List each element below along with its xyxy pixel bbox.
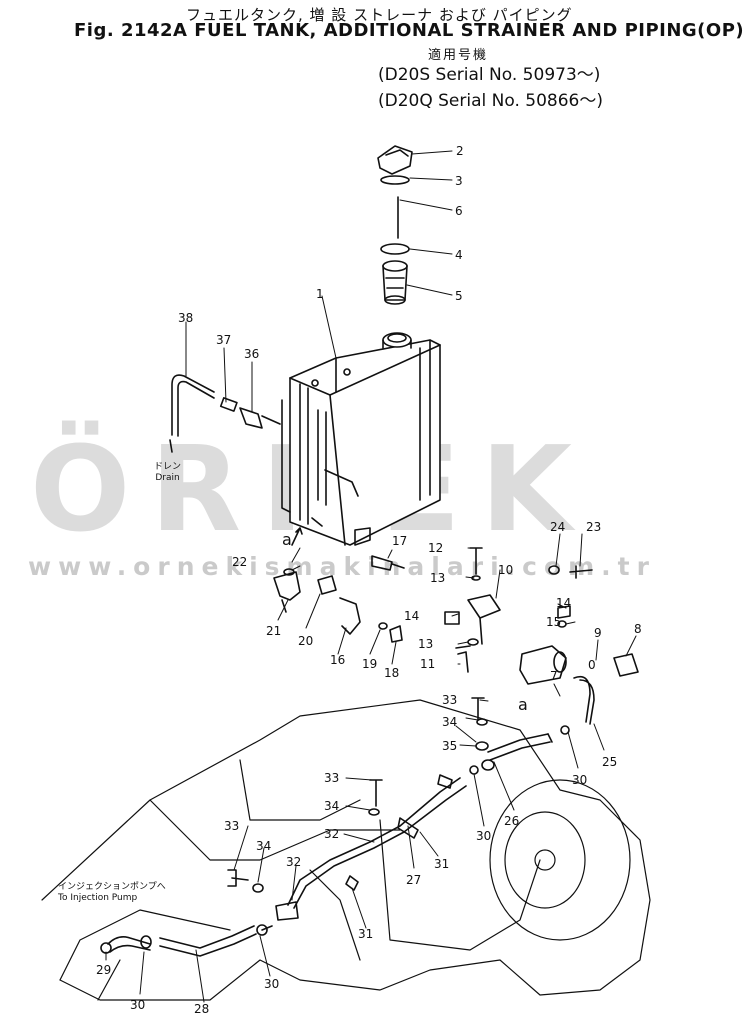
drain-label-jp: ドレン xyxy=(154,462,182,472)
hose-25 xyxy=(573,675,595,725)
callout-33c: 33 xyxy=(224,819,239,833)
callout-2: 2 xyxy=(456,144,464,158)
callout-20: 20 xyxy=(298,634,313,648)
drain-fitting xyxy=(219,397,281,429)
drain-label-en: Drain xyxy=(155,473,180,483)
diagram-stage: フュエルタンク, 増 設 ストレーナ および パイピング Fig. 2142A … xyxy=(28,6,744,1016)
callout-30c: 30 xyxy=(130,998,145,1012)
callout-30a: 30 xyxy=(572,773,587,787)
callout-35: 35 xyxy=(442,739,457,753)
callout-34c: 34 xyxy=(256,839,271,853)
callout-9: 9 xyxy=(594,626,602,640)
callout-4: 4 xyxy=(455,248,463,262)
ref-a-strainer: a xyxy=(518,695,528,714)
callout-30d: 30 xyxy=(264,977,279,991)
title-japanese: フュエルタンク, 増 設 ストレーナ および パイピング xyxy=(186,6,573,24)
callout-36: 36 xyxy=(244,347,259,361)
callout-27: 27 xyxy=(406,873,421,887)
callout-7: 7 xyxy=(550,669,558,683)
callout-28: 28 xyxy=(194,1002,209,1016)
callout-26: 26 xyxy=(504,814,519,828)
outlet-arrow xyxy=(291,527,303,546)
callout-34b: 34 xyxy=(324,799,339,813)
callout-32a: 32 xyxy=(324,827,339,841)
callouts: 2 3 6 4 5 1 38 37 36 24 23 12 17 22 13 1… xyxy=(96,144,642,1016)
additional-strainer xyxy=(519,565,639,685)
callout-31a: 31 xyxy=(434,857,449,871)
callout-33b: 33 xyxy=(324,771,339,785)
injection-line xyxy=(100,924,273,957)
callout-33a: 33 xyxy=(442,693,457,707)
outlet-fittings xyxy=(273,555,405,643)
callout-6: 6 xyxy=(455,204,463,218)
callout-31b: 31 xyxy=(358,927,373,941)
callout-23: 23 xyxy=(586,520,601,534)
callout-21: 21 xyxy=(266,624,281,638)
callout-12: 12 xyxy=(428,541,443,555)
callout-32b: 32 xyxy=(286,855,301,869)
callout-15: 15 xyxy=(546,615,561,629)
callout-14a: 14 xyxy=(404,609,419,623)
callout-3: 3 xyxy=(455,174,463,188)
serial-range-d20q: (D20Q Serial No. 50866～) xyxy=(378,91,603,111)
callout-11: 11 xyxy=(420,657,435,671)
callout-24: 24 xyxy=(550,520,565,534)
leader-lines xyxy=(105,150,637,1003)
callout-18: 18 xyxy=(384,666,399,680)
callout-19: 19 xyxy=(362,657,377,671)
gasket-ring xyxy=(380,243,410,255)
injection-pump-label: インジェクションポンプへ To Injection Pump xyxy=(58,882,166,904)
fuel-pipe-lower xyxy=(275,774,467,921)
applicability-label: 適用号機 xyxy=(428,48,489,63)
callout-16: 16 xyxy=(330,653,345,667)
parts-drawing: 2 3 6 4 5 1 38 37 36 24 23 12 17 22 13 1… xyxy=(41,144,651,1016)
callout-0: 0 xyxy=(588,658,596,672)
callout-38: 38 xyxy=(178,311,193,325)
lower-bolts xyxy=(227,779,383,893)
injection-label-en: To Injection Pump xyxy=(58,893,138,903)
filler-cap xyxy=(377,145,413,185)
filler-neck xyxy=(382,332,412,349)
callout-30b: 30 xyxy=(476,829,491,843)
ref-a-tank: a xyxy=(282,530,292,549)
callout-34a: 34 xyxy=(442,715,457,729)
drain-label: ドレン Drain xyxy=(154,462,181,484)
callout-5: 5 xyxy=(455,289,463,303)
engine-outline xyxy=(41,699,651,1001)
watermark-url: www.ornekismakinalari.com.tr xyxy=(28,552,656,581)
callout-10: 10 xyxy=(498,563,513,577)
callout-13b: 13 xyxy=(418,637,433,651)
injection-label-jp: インジェクションポンプへ xyxy=(58,882,166,892)
callout-13a: 13 xyxy=(430,571,445,585)
fuel-tank xyxy=(281,339,441,546)
callout-17: 17 xyxy=(392,534,407,548)
callout-8: 8 xyxy=(634,622,642,636)
callout-25: 25 xyxy=(602,755,617,769)
fuel-pipe-upper xyxy=(469,697,570,775)
callout-14b: 14 xyxy=(556,596,571,610)
drain-pipe xyxy=(169,374,215,453)
callout-37: 37 xyxy=(216,333,231,347)
callout-1: 1 xyxy=(316,287,324,301)
strainer xyxy=(382,260,408,305)
callout-22: 22 xyxy=(232,555,247,569)
callout-29: 29 xyxy=(96,963,111,977)
figure-title: Fig. 2142A FUEL TANK, ADDITIONAL STRAINE… xyxy=(74,20,744,41)
serial-range-d20s: (D20S Serial No. 50973～) xyxy=(378,65,601,85)
